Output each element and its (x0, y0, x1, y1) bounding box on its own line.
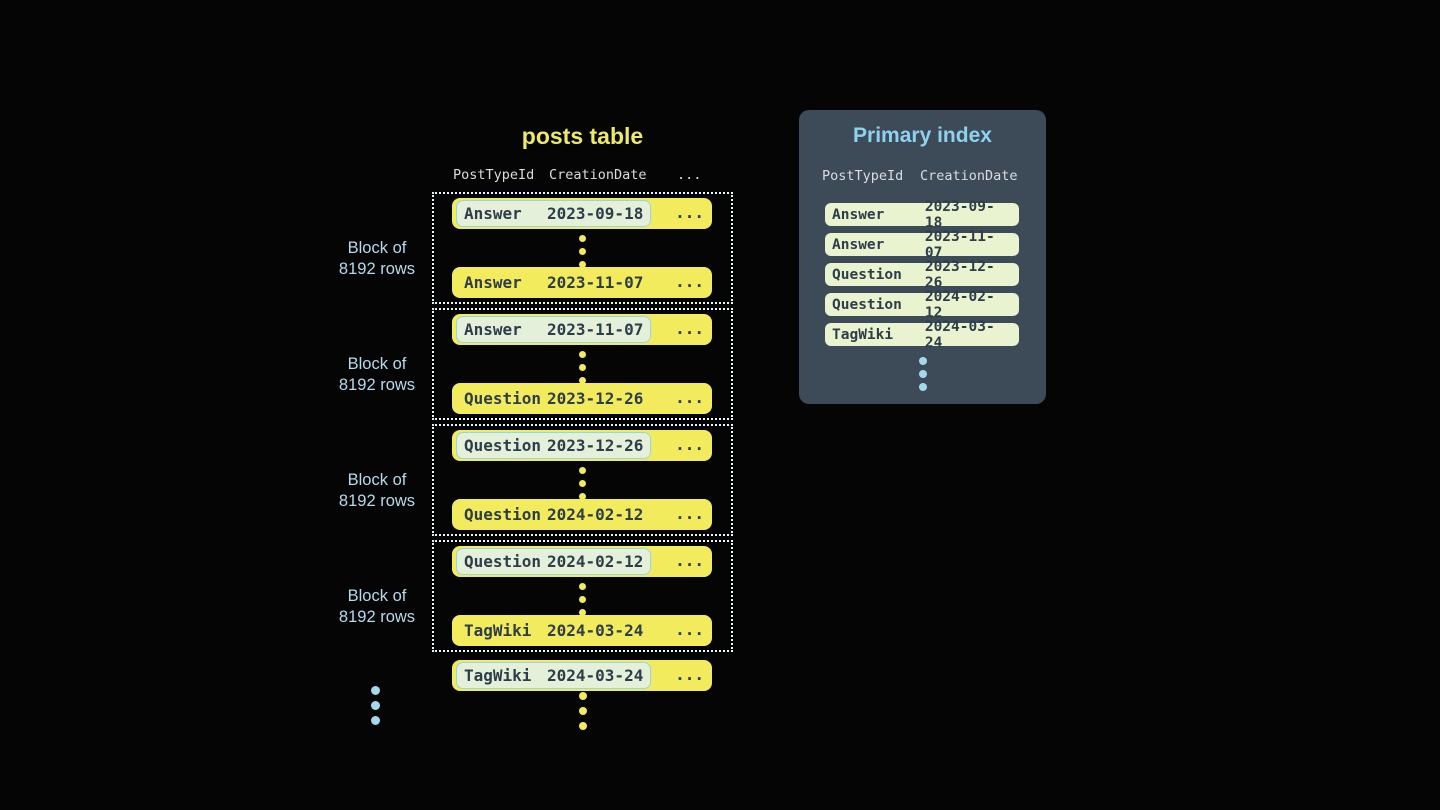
post-type-cell: Question (832, 296, 902, 313)
posts-header-ellipsis: ... (677, 167, 702, 183)
post-type-cell: Question (464, 436, 542, 455)
block-label-1: Block of 8192 rows (322, 238, 432, 280)
row-ellipsis: ... (675, 319, 704, 338)
row-cells: Question 2023-12-26 (456, 385, 651, 412)
row-cells: Question 2024-02-12 (456, 501, 651, 528)
index-row: Question 2024-02-12 (825, 289, 1019, 321)
post-type-cell: Answer (832, 236, 885, 253)
index-row: TagWiki 2024-03-24 (825, 319, 1019, 351)
creation-date-cell: 2024-02-12 (924, 288, 995, 321)
post-type-cell: TagWiki (832, 326, 894, 343)
row-block-4: Question 2024-02-12 ... TagWiki 2024-03-… (432, 540, 733, 652)
creation-date-cell: 2023-11-07 (924, 228, 995, 261)
block-label-line2: 8192 rows (338, 260, 416, 278)
index-header-posttypeid: PostTypeId (822, 168, 904, 184)
table-row: Answer 2023-09-18 ... (452, 198, 712, 229)
post-type-cell: Question (464, 505, 542, 524)
index-row: Answer 2023-11-07 (825, 229, 1019, 261)
row-ellipsis: ... (675, 665, 704, 684)
row-block-1: Answer 2023-09-18 ... Answer 2023-11-07 … (432, 192, 733, 304)
creation-date-cell: 2024-02-12 (547, 552, 644, 571)
post-type-cell: Answer (464, 273, 522, 292)
primary-index-panel: Primary index PostTypeId CreationDate An… (799, 110, 1046, 404)
row-cells: Answer 2023-11-07 (456, 269, 651, 296)
block-label-line2: 8192 rows (338, 608, 416, 626)
row-ellipsis: ... (675, 388, 704, 407)
posts-header-posttypeid: PostTypeId (453, 167, 535, 183)
row-ellipsis: ... (675, 203, 704, 222)
vertical-ellipsis-dots (432, 692, 733, 730)
row-block-2: Answer 2023-11-07 ... Question 2023-12-2… (432, 308, 733, 420)
row-ellipsis: ... (675, 504, 704, 523)
post-type-cell: Question (832, 266, 902, 283)
vertical-ellipsis-dots (434, 583, 731, 616)
index-row: Question 2023-12-26 (825, 259, 1019, 291)
vertical-ellipsis-dots (330, 686, 420, 725)
post-type-cell: TagWiki (464, 666, 532, 685)
row-highlight: Question 2024-02-12 (456, 548, 652, 575)
block-label-line2: 8192 rows (338, 376, 416, 394)
creation-date-cell: 2023-09-18 (924, 198, 995, 231)
block-label-line1: Block of (347, 239, 407, 257)
post-type-cell: Question (464, 389, 542, 408)
vertical-ellipsis-dots (434, 351, 731, 384)
row-ellipsis: ... (675, 551, 704, 570)
table-row: Answer 2023-11-07 ... (452, 314, 712, 345)
table-row: Question 2024-02-12 ... (452, 499, 712, 530)
index-row: Answer 2023-09-18 (825, 199, 1019, 231)
post-type-cell: Question (464, 552, 542, 571)
posts-header-creationdate: CreationDate (549, 167, 647, 183)
row-cells: TagWiki 2024-03-24 (456, 617, 651, 644)
creation-date-cell: 2024-03-24 (547, 621, 644, 640)
vertical-ellipsis-dots (434, 467, 731, 500)
creation-date-cell: 2024-03-24 (547, 666, 644, 685)
creation-date-cell: 2024-03-24 (924, 318, 995, 351)
posts-table-title: posts table (521, 123, 644, 149)
table-row-overflow: TagWiki 2024-03-24 ... (452, 660, 712, 691)
creation-date-cell: 2023-12-26 (924, 258, 995, 291)
row-block-3: Question 2023-12-26 ... Question 2024-02… (432, 424, 733, 536)
table-row: TagWiki 2024-03-24 ... (452, 615, 712, 646)
row-ellipsis: ... (675, 620, 704, 639)
creation-date-cell: 2023-12-26 (547, 436, 644, 455)
creation-date-cell: 2023-11-07 (547, 320, 644, 339)
row-highlight: Answer 2023-09-18 (456, 200, 652, 227)
row-ellipsis: ... (675, 435, 704, 454)
vertical-ellipsis-dots (434, 235, 731, 268)
table-row: Question 2023-12-26 ... (452, 383, 712, 414)
block-label-2: Block of 8192 rows (322, 354, 432, 396)
table-row: Answer 2023-11-07 ... (452, 267, 712, 298)
block-label-line1: Block of (347, 355, 407, 373)
table-row: Question 2023-12-26 ... (452, 430, 712, 461)
post-type-cell: Answer (832, 206, 885, 223)
block-label-3: Block of 8192 rows (322, 470, 432, 512)
creation-date-cell: 2024-02-12 (547, 505, 644, 524)
row-highlight: Answer 2023-11-07 (456, 316, 652, 343)
block-label-line2: 8192 rows (338, 492, 416, 510)
block-label-4: Block of 8192 rows (322, 586, 432, 628)
table-row: Question 2024-02-12 ... (452, 546, 712, 577)
row-highlight: TagWiki 2024-03-24 (456, 662, 652, 689)
post-type-cell: Answer (464, 320, 522, 339)
row-highlight: Question 2023-12-26 (456, 432, 652, 459)
post-type-cell: TagWiki (464, 621, 532, 640)
creation-date-cell: 2023-11-07 (547, 273, 644, 292)
creation-date-cell: 2023-09-18 (547, 204, 644, 223)
block-label-line1: Block of (347, 471, 407, 489)
vertical-ellipsis-dots (799, 357, 1046, 391)
block-label-line1: Block of (347, 587, 407, 605)
creation-date-cell: 2023-12-26 (547, 389, 644, 408)
post-type-cell: Answer (464, 204, 522, 223)
index-header-creationdate: CreationDate (920, 168, 1018, 184)
row-ellipsis: ... (675, 272, 704, 291)
primary-index-title: Primary index (853, 124, 992, 147)
